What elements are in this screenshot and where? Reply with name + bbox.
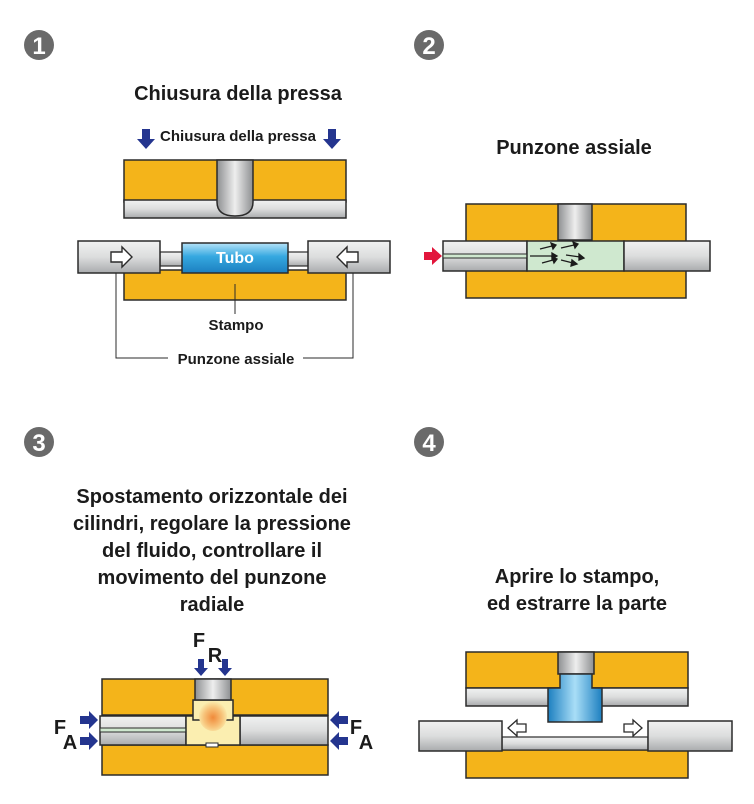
step-3-title-line-1: Spostamento orizzontale dei [76, 486, 347, 508]
formed-tee-part [547, 673, 603, 723]
step-3-title-line-3: del fluido, controllare il [102, 540, 322, 562]
step-2-title: Punzone assiale [496, 137, 652, 159]
radial-force-arrow-left-icon [194, 659, 208, 676]
step-3-badge [24, 427, 54, 457]
push-arrow-left-icon [336, 245, 359, 269]
radial-punch [194, 678, 232, 701]
step-3-title-line-5: radiale [180, 594, 244, 616]
punch-leader-line-right [303, 273, 354, 359]
radial-punch [216, 159, 254, 217]
press-closing-label: Chiusura della pressa [160, 128, 317, 145]
step-1-title: Chiusura della pressa [134, 83, 343, 105]
step-4-title-line-1: Aprire lo stampo, [495, 566, 659, 588]
axial-punch-left [418, 720, 503, 752]
radial-force-symbol: F [193, 630, 205, 652]
fluid-inject-arrow-icon [424, 247, 442, 265]
tube-label: Tubo [216, 250, 254, 267]
step-4-title-line-2: ed estrarre la parte [487, 593, 667, 615]
axial-punch-right [623, 240, 711, 272]
axial-force-arrow-left-top-icon [80, 711, 98, 729]
axial-force-arrow-right-top-icon [330, 711, 348, 729]
retract-arrow-left-icon [507, 718, 527, 738]
step-2-panel: 2 Punzone assiale [414, 30, 711, 299]
lower-die [465, 269, 687, 299]
step-1-panel: 1 Chiusura della pressa Chiusura della p… [24, 30, 391, 368]
step-1-number: 1 [32, 33, 45, 60]
step-3-title-line-4: movimento del punzone [98, 567, 327, 589]
fluid-flow-arrows [530, 240, 586, 267]
axial-force-right-symbol: F [350, 717, 362, 739]
press-arrow-right-icon [323, 129, 341, 149]
step-1-badge [24, 30, 54, 60]
axial-force-left-symbol: F [54, 717, 66, 739]
die-label: Stampo [208, 317, 263, 334]
press-arrow-left-icon [137, 129, 155, 149]
ejected-tube [501, 736, 649, 751]
axial-punch-right [239, 715, 329, 746]
radial-force-subscript: R [208, 645, 223, 667]
axial-punch-left [77, 240, 161, 274]
lower-die [465, 749, 689, 779]
axial-force-arrow-left-bottom-icon [80, 732, 98, 750]
push-arrow-right-icon [110, 245, 133, 269]
step-2-badge [414, 30, 444, 60]
radial-punch [557, 651, 595, 675]
axial-force-right-subscript: A [359, 732, 373, 754]
radial-punch [557, 203, 593, 241]
step-3-title-line-2: cilindri, regolare la pressione [73, 513, 351, 535]
step-3-panel: 3 Spostamento orizzontale dei cilindri, … [24, 427, 373, 776]
step-4-number: 4 [422, 430, 436, 457]
axial-force-left-subscript: A [63, 732, 77, 754]
step-4-panel: 4 Aprire lo stampo, ed estrarre la parte [414, 427, 733, 779]
heated-zone [199, 701, 227, 731]
punch-leader-line-left [115, 273, 168, 359]
fluid-channel [442, 253, 528, 259]
radial-force-arrow-right-icon [218, 659, 232, 676]
axial-force-arrow-right-bottom-icon [330, 732, 348, 750]
axial-punch-label: Punzone assiale [178, 351, 295, 368]
tube-end-right [285, 251, 311, 267]
lower-die [101, 744, 329, 776]
tube [181, 242, 289, 274]
fluid-channel [99, 727, 187, 733]
axial-punch-right [647, 720, 733, 752]
step-4-badge [414, 427, 444, 457]
part-notch [205, 742, 219, 748]
retract-arrow-right-icon [623, 718, 643, 738]
tube-end-left [159, 251, 185, 267]
step-2-number: 2 [422, 33, 435, 60]
step-3-number: 3 [32, 430, 45, 457]
